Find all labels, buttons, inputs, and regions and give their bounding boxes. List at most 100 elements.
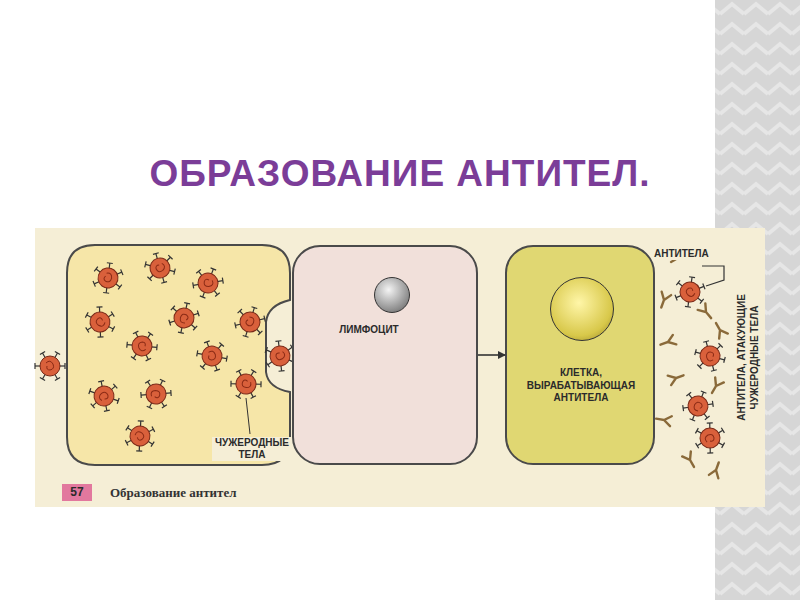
cell-label: КЛЕТКА, ВЫРАБАТЫВАЮЩАЯ АНТИТЕЛА (522, 367, 640, 405)
particle-core (102, 272, 113, 284)
particle-body (684, 392, 712, 420)
spike-tip (228, 381, 233, 387)
spike-tip (696, 443, 699, 448)
spike-tip (143, 261, 147, 267)
spike-tip (243, 333, 249, 339)
antibody-stroke (708, 377, 724, 395)
antibody (659, 335, 677, 350)
particle-body (92, 384, 115, 407)
spike-tip (251, 370, 256, 373)
spike-tip (275, 340, 281, 342)
antibody-stroke (655, 414, 672, 426)
particle-body (170, 304, 198, 332)
foreign-body (163, 297, 205, 339)
particle-body (94, 264, 122, 292)
spike-tip (171, 306, 175, 310)
spike-tip (251, 394, 256, 400)
cell-label: ЛИМФОЦИТ (329, 324, 409, 337)
foreign-body (136, 374, 175, 414)
spike-tip (200, 296, 206, 298)
part-label: АНТИТЕЛА (652, 248, 711, 260)
spike-tip (690, 417, 696, 423)
particle-core (244, 316, 256, 328)
foreign-body (195, 339, 230, 373)
spike-tip (161, 282, 167, 284)
foreign-body (226, 364, 266, 405)
spike-tip (113, 383, 117, 389)
spike-tip (107, 260, 113, 266)
spike-tip (219, 343, 225, 347)
particle-core (138, 342, 146, 351)
plasma-cell: КЛЕТКА, ВЫРАБАТЫВАЮЩАЯ АНТИТЕЛА (505, 245, 655, 465)
particle-body (200, 344, 223, 367)
antibody-stroke (657, 292, 672, 310)
spike-tip (233, 322, 239, 328)
particle-core (99, 392, 109, 401)
foreign-body (189, 264, 227, 302)
spike-tip (40, 352, 45, 355)
particle-core (46, 361, 54, 370)
spike-tip (156, 344, 158, 350)
spike-tip (84, 312, 90, 317)
particle-core (95, 316, 106, 327)
spike-tip (197, 350, 198, 356)
spike-tip (55, 377, 60, 380)
spike-tip (191, 282, 196, 288)
spike-tip (153, 253, 159, 255)
spike-tip (94, 267, 98, 272)
spike-tip (88, 388, 92, 394)
foreign-body (142, 250, 178, 287)
particle-core (203, 278, 214, 288)
picture-ground (35, 228, 765, 507)
antibody-stroke (712, 321, 728, 339)
particle-core (178, 313, 190, 325)
spike-tip (184, 300, 190, 306)
spike-tip (110, 326, 116, 331)
spike-tip (711, 368, 717, 372)
spike-tip (211, 268, 217, 270)
antibody-stroke (682, 451, 698, 469)
spike-tip (721, 428, 724, 433)
spike-tip (695, 428, 698, 433)
particle-core (705, 434, 714, 442)
spike-tip (262, 316, 268, 322)
spike-tip (126, 342, 128, 348)
infected-tissue (67, 245, 290, 465)
spike-tip (119, 269, 125, 275)
spike-tip (146, 358, 151, 361)
spike-tip (91, 281, 97, 287)
foreign-body (80, 302, 121, 342)
spike-tip (200, 366, 206, 370)
particle-core (155, 263, 166, 273)
spike-tip (148, 332, 153, 335)
spike-tip (279, 370, 285, 372)
particle-body (127, 423, 154, 450)
spike-tip (696, 364, 702, 368)
antibody (682, 451, 698, 469)
spike-tip (103, 290, 109, 296)
leader-line (246, 398, 250, 434)
spike-tip (147, 406, 152, 409)
spike-tip (64, 363, 65, 369)
spike-tip (167, 320, 173, 326)
spike-tip (680, 405, 686, 411)
particle-core (207, 351, 216, 361)
spike-tip (215, 292, 220, 298)
antibody (712, 321, 728, 339)
spike-tip (236, 368, 241, 374)
spike-tip (145, 379, 150, 385)
spike-tip (710, 401, 716, 407)
spike-tip (139, 392, 144, 398)
spike-tip (724, 357, 726, 363)
spike-tip (147, 276, 151, 282)
particle-body (700, 428, 720, 448)
spike-tip (707, 422, 713, 423)
spike-tip (703, 284, 705, 290)
spike-tip (707, 452, 713, 453)
particle-body (131, 335, 153, 357)
antibody (655, 414, 672, 426)
spike-tip (214, 368, 220, 372)
spike-tip (55, 352, 60, 355)
spike-tip (703, 339, 709, 343)
